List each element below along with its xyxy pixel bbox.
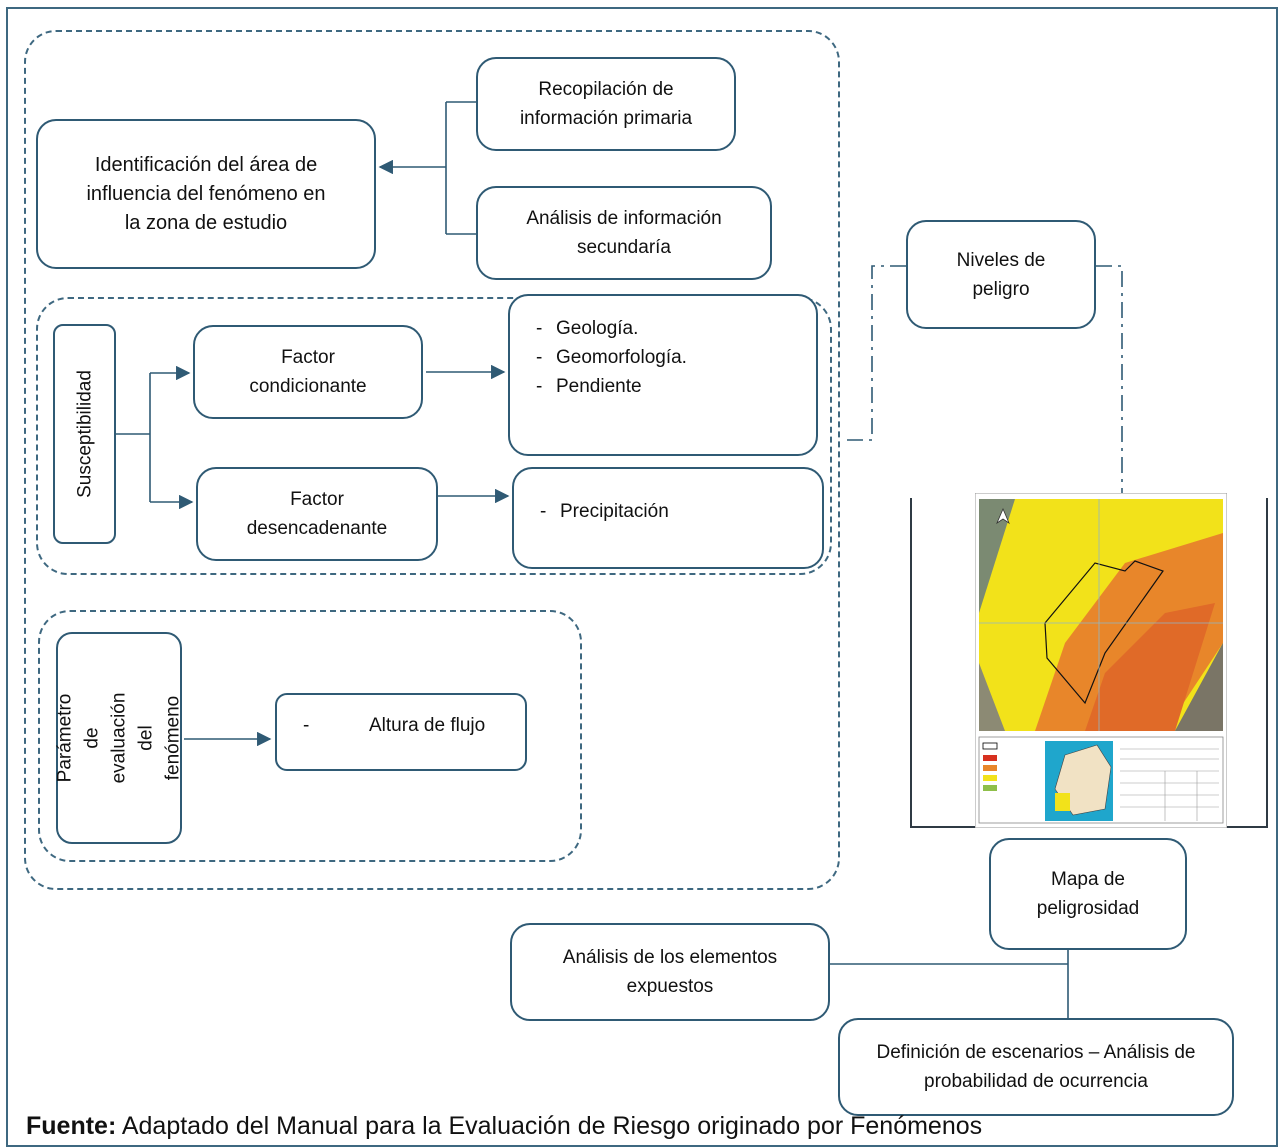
source-label: Fuente: <box>26 1112 117 1140</box>
node-niveles-peligro: Niveles de peligro <box>906 220 1096 329</box>
parameter-dashed-group <box>38 610 582 862</box>
susceptibility-dashed-group <box>36 297 832 575</box>
node-factor-condicionante: Factor condicionante <box>193 325 423 419</box>
desencadenante-list: Precipitación <box>514 497 822 526</box>
node-altura-flujo: Altura de flujo <box>275 693 527 771</box>
node-recopilacion: Recopilación de información primaria <box>476 57 736 151</box>
main-dashed-group <box>24 30 840 890</box>
parametro-label: Parámetro de evaluación del fenómeno <box>54 692 184 784</box>
list-item-geologia: Geología. <box>510 314 816 343</box>
source-caption: Fuente: Adaptado del Manual para la Eval… <box>26 1112 982 1141</box>
node-condicionante-items: Geología. Geomorfología. Pendiente <box>508 294 818 456</box>
node-identificacion: Identificación del área de influencia de… <box>36 119 376 269</box>
altura-list: Altura de flujo <box>277 711 525 740</box>
node-susceptibilidad: Susceptibilidad <box>53 324 116 544</box>
dashdot-connector-niveles-right <box>1096 265 1123 495</box>
list-item-precipitacion: Precipitación <box>514 497 822 526</box>
node-escenarios: Definición de escenarios – Análisis de p… <box>838 1018 1234 1116</box>
node-parametro: Parámetro de evaluación del fenómeno <box>55 632 184 844</box>
list-item-altura-flujo: Altura de flujo <box>277 711 525 740</box>
condicionante-list: Geología. Geomorfología. Pendiente <box>510 314 816 401</box>
list-item-geomorfologia: Geomorfología. <box>510 343 816 372</box>
hazard-map-image <box>975 493 1227 828</box>
node-analisis-secundaria: Análisis de información secundaría <box>476 186 772 280</box>
node-mapa-peligrosidad: Mapa de peligrosidad <box>989 838 1187 950</box>
node-desencadenante-items: Precipitación <box>512 467 824 569</box>
susceptibilidad-label: Susceptibilidad <box>74 370 95 498</box>
source-text: Adaptado del Manual para la Evaluación d… <box>116 1112 983 1140</box>
node-elementos-expuestos: Análisis de los elementos expuestos <box>510 923 830 1021</box>
node-factor-desencadenante: Factor desencadenante <box>196 467 438 561</box>
list-item-pendiente: Pendiente <box>510 372 816 401</box>
dashdot-connector-niveles-left <box>842 265 906 441</box>
